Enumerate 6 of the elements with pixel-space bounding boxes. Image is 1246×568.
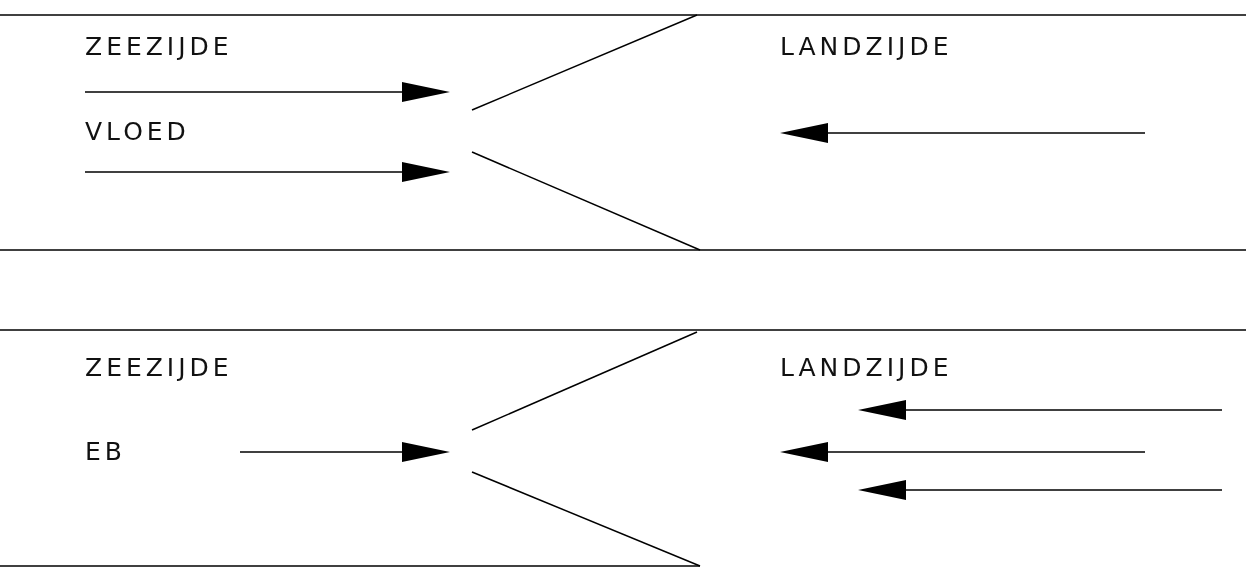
- side-label: ZEEZIJDE: [85, 353, 233, 383]
- side-label: LANDZIJDE: [780, 353, 953, 383]
- side-label: EB: [85, 437, 126, 467]
- side-label: VLOED: [85, 117, 190, 147]
- side-label: ZEEZIJDE: [85, 32, 233, 62]
- side-label: LANDZIJDE: [780, 32, 953, 62]
